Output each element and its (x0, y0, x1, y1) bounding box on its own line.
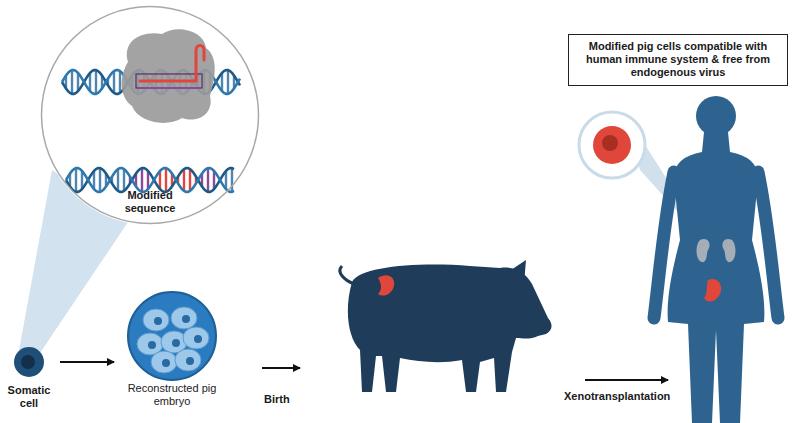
human-arm (758, 172, 778, 318)
dna-helix (62, 70, 240, 192)
callout-text: Modified pig cells compatible with human… (575, 40, 781, 80)
pig-tail (340, 266, 354, 284)
blastomere-nucleus (194, 335, 202, 343)
pig-ear (508, 260, 526, 284)
cas9-protein (122, 29, 215, 123)
step-label: Xenotransplantation (562, 390, 672, 402)
blastomere-nucleus (148, 341, 156, 349)
human-head (696, 96, 736, 136)
dna-rung (123, 169, 125, 191)
step-label: Birth (262, 393, 292, 405)
embryo-body (128, 292, 216, 380)
blastomere (143, 309, 169, 331)
blastomere-nucleus (186, 357, 194, 365)
cell-label: Somatic cell (2, 384, 56, 410)
pig-kidney (378, 275, 394, 295)
guide-rna-strand (140, 87, 200, 89)
magnifier-ring (42, 7, 259, 224)
dna-rung (119, 71, 121, 93)
callout-box: Modified pig cells compatible with human… (568, 34, 788, 86)
dna-rung (207, 168, 209, 192)
dna-rung (71, 70, 73, 94)
embryo-label: Reconstructed pig embryo (122, 382, 222, 408)
embryo-circle: Reconstructed pig embryo (116, 290, 228, 411)
blastomere (175, 349, 201, 371)
pig-silhouette (348, 265, 552, 392)
dna-rung (117, 169, 119, 191)
blastomere (183, 327, 209, 349)
pig-cell (593, 126, 631, 164)
blastomere (171, 307, 197, 329)
dna-rung (231, 168, 233, 192)
dna-strand (66, 168, 234, 192)
xenotransplantation-arrow (585, 379, 668, 381)
blastomere-nucleus (162, 359, 170, 367)
dna-rung (183, 169, 185, 191)
dna-rung (189, 169, 191, 191)
dna-rung (141, 168, 143, 192)
pig-cell-nucleus (602, 135, 618, 151)
cell-body (14, 347, 44, 377)
human-arm (654, 172, 674, 318)
process-arrow (60, 361, 114, 363)
dna-rung (99, 168, 101, 192)
human-kidney (722, 239, 735, 262)
dna-rung (75, 168, 77, 192)
human-body (668, 132, 765, 423)
somatic-cell: Somatic cell (2, 344, 56, 413)
cell-callout-circle (579, 112, 645, 178)
transplanted-kidney (704, 279, 721, 301)
blastomere-nucleus (154, 317, 162, 325)
magnifier-circle: Modified sequence (40, 5, 260, 225)
magnifier-disc (40, 5, 260, 225)
guide-rna (140, 46, 204, 82)
dna-rung (95, 70, 97, 94)
blastomere (151, 351, 177, 373)
dna-rung (113, 71, 115, 93)
dna-strand (66, 168, 234, 192)
magnifier-label: Modified sequence (110, 189, 190, 215)
cell-shape (2, 344, 56, 380)
human-kidney (697, 239, 710, 262)
blastomere-nucleus (172, 339, 180, 347)
cell-nucleus (21, 355, 35, 369)
dna-rung (227, 70, 229, 94)
blastomere-nucleus (182, 315, 190, 323)
embryo-shape (116, 290, 228, 382)
birth-arrow (262, 367, 300, 369)
dna-rung (165, 168, 167, 192)
